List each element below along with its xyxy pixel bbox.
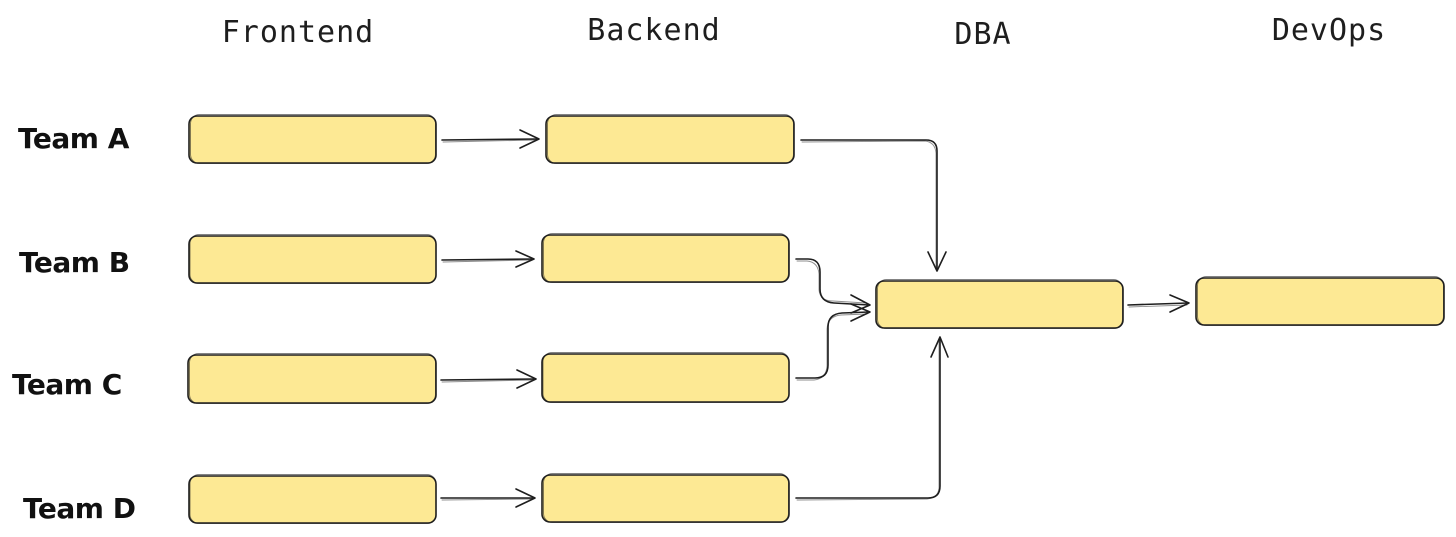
arrow-team-d-backend-to-dba bbox=[795, 336, 949, 501]
team-label-b: Team B bbox=[19, 246, 130, 279]
arrow-team-c-frontend-to-backend bbox=[440, 369, 537, 389]
backend-box-team-c bbox=[541, 352, 790, 403]
frontend-box-team-d bbox=[188, 474, 437, 524]
arrow-team-b-backend-to-dba bbox=[795, 258, 871, 314]
frontend-box-team-b bbox=[188, 234, 437, 284]
backend-box-team-a bbox=[545, 114, 795, 164]
team-label-a: Team A bbox=[18, 122, 130, 155]
dba-box bbox=[875, 279, 1124, 329]
arrow-team-a-frontend-to-backend bbox=[441, 129, 540, 149]
column-header-devops: DevOps bbox=[1272, 13, 1386, 48]
frontend-box-team-c bbox=[187, 353, 437, 404]
arrow-team-b-frontend-to-backend bbox=[441, 250, 535, 268]
arrow-team-a-backend-to-dba bbox=[800, 139, 947, 272]
backend-box-team-d bbox=[541, 473, 790, 523]
devops-box bbox=[1195, 276, 1445, 326]
arrow-dba-to-devops bbox=[1127, 294, 1190, 313]
column-header-frontend: Frontend bbox=[222, 15, 375, 50]
arrow-team-c-backend-to-dba bbox=[795, 303, 871, 381]
team-label-c: Team C bbox=[12, 368, 122, 401]
team-label-d: Team D bbox=[23, 492, 135, 525]
backend-box-team-b bbox=[541, 233, 790, 283]
frontend-box-team-a bbox=[188, 114, 437, 164]
column-header-dba: DBA bbox=[954, 17, 1011, 52]
arrow-team-d-frontend-to-backend bbox=[440, 488, 536, 508]
column-header-backend: Backend bbox=[587, 13, 720, 48]
